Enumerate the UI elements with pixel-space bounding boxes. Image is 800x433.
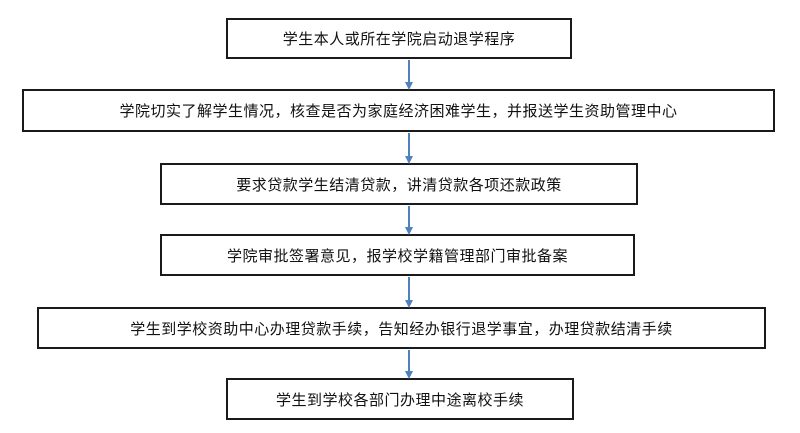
step-5-box: 学生到学校资助中心办理贷款手续，告知经办银行退学事宜，办理贷款结清手续 — [37, 307, 766, 349]
step-1-text: 学生本人或所在学院启动退学程序 — [282, 30, 516, 48]
step-4-box: 学院审批签署意见，报学校学籍管理部门审批备案 — [160, 234, 635, 276]
step-3-text: 要求贷款学生结清贷款，讲清贷款各项还款政策 — [236, 175, 562, 194]
step-6-box: 学生到学校各部门办理中途离校手续 — [226, 378, 574, 420]
step-2-box: 学院切实了解学生情况，核查是否为家庭经济困难学生，并报送学生资助管理中心 — [22, 89, 775, 132]
step-1-box: 学生本人或所在学院启动退学程序 — [226, 18, 572, 59]
step-2-text: 学院切实了解学生情况，核查是否为家庭经济困难学生，并报送学生资助管理中心 — [119, 102, 678, 120]
step-6-text: 学生到学校各部门办理中途离校手续 — [275, 390, 524, 409]
step-3-box: 要求贷款学生结清贷款，讲清贷款各项还款政策 — [160, 163, 638, 205]
step-4-text: 学院审批签署意见，报学校学籍管理部门审批备案 — [226, 246, 568, 265]
step-5-text: 学生到学校资助中心办理贷款手续，告知经办银行退学事宜，办理贷款结清手续 — [130, 319, 673, 338]
